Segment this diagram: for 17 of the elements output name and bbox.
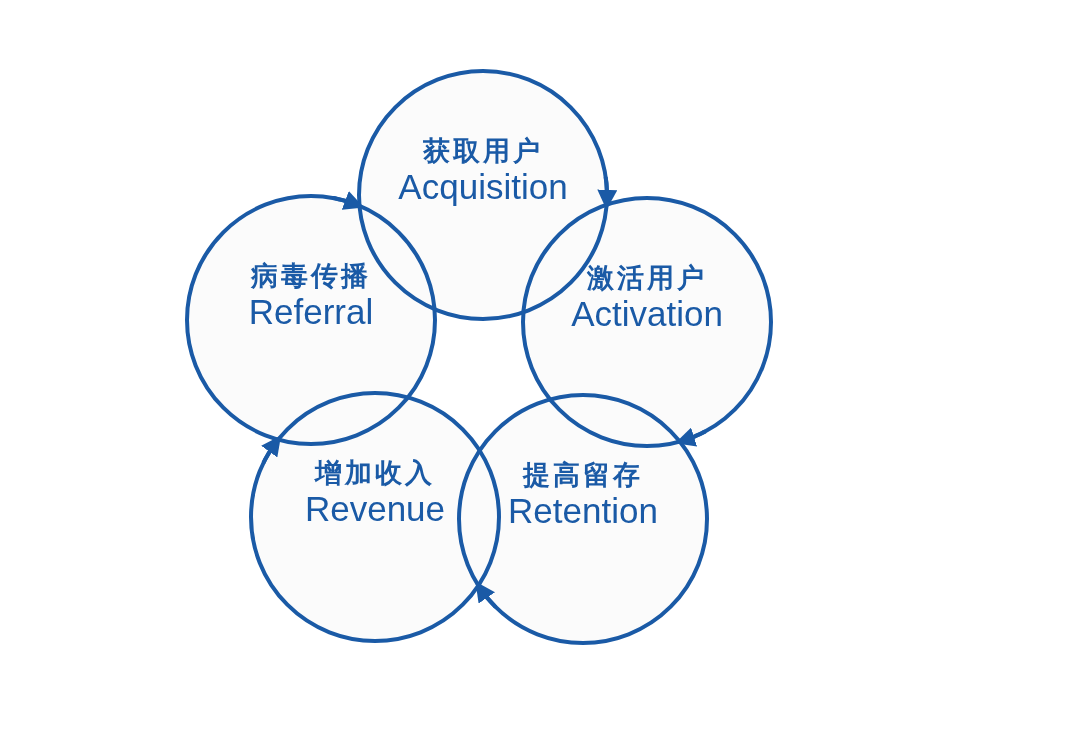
stage-title: 激活用户	[586, 261, 708, 295]
stage-name: Retention	[507, 491, 659, 531]
stage-title: 获取用户	[422, 134, 544, 168]
stage-name: Referral	[247, 292, 375, 332]
circle-node	[249, 391, 501, 643]
arrow	[331, 191, 364, 210]
arrow	[597, 175, 618, 210]
arrow	[475, 581, 498, 609]
stage-name: Activation	[570, 294, 724, 334]
stage-title: 病毒传播	[250, 259, 372, 293]
stage-name: Revenue	[303, 489, 447, 529]
stage-title: 提高留存	[521, 458, 644, 492]
arrow	[261, 435, 282, 465]
stage-name: Acquisition	[397, 167, 569, 207]
circle-node	[457, 393, 709, 645]
arrow	[675, 427, 707, 447]
stage-title: 增加收入	[313, 456, 436, 490]
